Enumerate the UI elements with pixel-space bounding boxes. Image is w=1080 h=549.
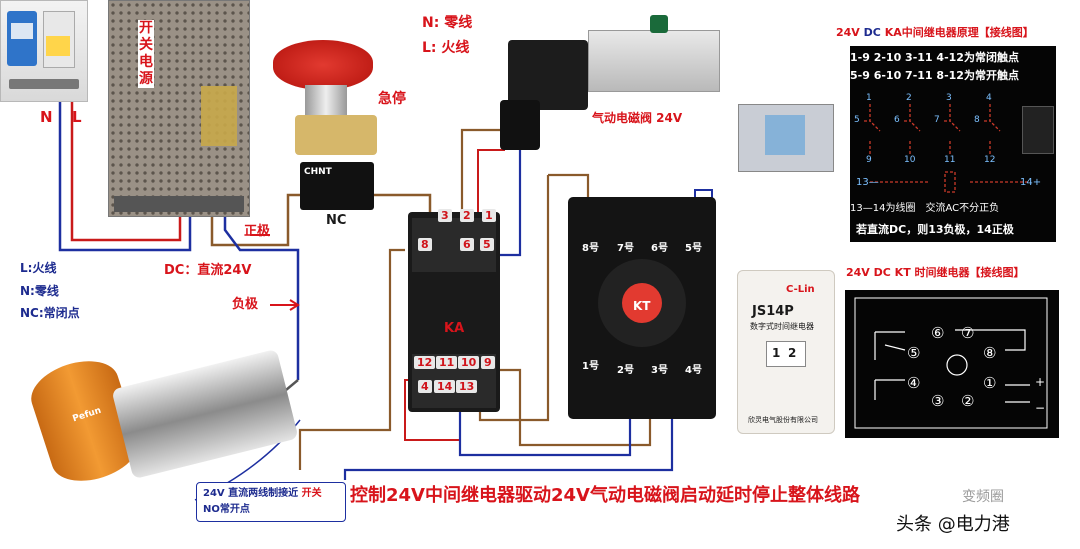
kt-label: KT <box>633 299 651 313</box>
js14p-subtitle: 数字式时间继电器 <box>750 322 814 331</box>
negative-label: 负极 <box>232 297 259 312</box>
kt-diag-2: ② <box>961 392 975 410</box>
kt-plus: + <box>1035 375 1046 389</box>
js14p-footer: 欣灵电气股份有限公司 <box>748 416 818 424</box>
estop-label: 急停 <box>378 91 406 107</box>
kt-terminal-4: 4号 <box>685 365 702 376</box>
wire-positive <box>210 193 318 247</box>
ka-terminal-2: 2 <box>460 209 474 222</box>
kt-diagram-panel: ⑥ ⑦ ⑤ ⑧ ④ ① ③ ② + − <box>845 290 1059 438</box>
ka-diag-num-4: 4 <box>986 93 992 103</box>
js14p-digit-1: 1 <box>772 346 781 360</box>
ka-coil-minus: 13— <box>856 177 879 188</box>
ka-coil-plus: 14+ <box>1020 177 1042 188</box>
kt-diag-5: ⑤ <box>907 344 921 362</box>
js14p-model: JS14P <box>752 304 794 319</box>
ka-terminal-8: 8 <box>418 238 432 251</box>
relay-photo <box>738 104 834 172</box>
ka-terminal-14: 14 <box>434 380 456 393</box>
js14p-brand: C-Lin <box>786 284 815 295</box>
wire-live <box>70 95 182 242</box>
ka-label: KA <box>444 321 465 336</box>
ka-terminal-5: 5 <box>480 238 494 251</box>
ka-diag-num-11: 11 <box>944 155 956 165</box>
kt-diag-3: ③ <box>931 392 945 410</box>
solenoid-label: 气动电磁阀 24V <box>592 111 683 125</box>
arrow-negative <box>270 299 300 311</box>
circuit-breaker <box>0 0 88 102</box>
sensor-brand: Pefun <box>71 405 103 425</box>
sensor-note-box: 24V 直流两线制接近 开关 NO常开点 <box>196 482 346 522</box>
kt-diag-1: ① <box>983 374 997 392</box>
legend-n-left: N:零线 <box>20 284 59 298</box>
ka-terminal-11: 11 <box>436 356 458 369</box>
ka-terminal-12: 12 <box>414 356 436 369</box>
ka-terminal-1: 1 <box>482 209 496 222</box>
ka-diag-num-9: 9 <box>866 155 872 165</box>
ka-contact-symbols <box>864 104 1030 193</box>
wire-negative <box>223 215 300 380</box>
ka-diagram-title: 24V DC KA中间继电器原理【接线图】 <box>836 26 1034 39</box>
ka-terminal-6: 6 <box>460 238 474 251</box>
ka-diag-num-2: 2 <box>906 93 912 103</box>
ka-terminal-13: 13 <box>456 380 478 393</box>
ka-no-line: 5-9 6-10 7-11 8-12为常开触点 <box>850 69 1019 82</box>
positive-label: 正极 <box>244 224 271 239</box>
ka-diag-num-1: 1 <box>866 93 872 103</box>
legend-n-top: N: 零线 <box>422 15 473 31</box>
ka-diag-num-7: 7 <box>934 115 940 125</box>
kt-terminal-2: 2号 <box>617 365 634 376</box>
watermark-2: 头条 @电力港 <box>896 514 1010 535</box>
emergency-stop-button[interactable] <box>273 40 373 90</box>
kt-terminal-7: 7号 <box>617 243 634 254</box>
power-supply <box>108 0 250 217</box>
nc-label: NC <box>326 213 347 228</box>
dc-supply-label: DC：直流24V <box>164 263 252 278</box>
ka-diag-num-8: 8 <box>974 115 980 125</box>
ka-diag-num-12: 12 <box>984 155 996 165</box>
wire-neutral <box>58 95 192 252</box>
legend-nc-left: NC:常闭点 <box>20 306 80 320</box>
kt-terminal-1: 1号 <box>582 361 599 372</box>
psu-switch-label: 开关电源 <box>138 20 154 88</box>
ka-diag-num-5: 5 <box>854 115 860 125</box>
kt-diag-6: ⑥ <box>931 324 945 342</box>
ka-diagram-panel: 1-9 2-10 3-11 4-12为常闭触点 5-9 6-10 7-11 8-… <box>850 46 1056 242</box>
kt-terminal-3: 3号 <box>651 365 668 376</box>
kt-terminal-5: 5号 <box>685 243 702 254</box>
ka-diag-num-6: 6 <box>894 115 900 125</box>
sensor-note-2: NO常开点 <box>203 504 250 515</box>
solenoid-valve <box>508 40 588 110</box>
kt-relay-base <box>568 197 716 419</box>
ka-diag-num-10: 10 <box>904 155 916 165</box>
kt-minus: − <box>1035 401 1046 415</box>
ka-terminal-10: 10 <box>458 356 480 369</box>
sensor-note-1: 24V 直流两线制接近 开关 <box>203 488 322 499</box>
ka-diag-num-3: 3 <box>946 93 952 103</box>
ka-note-1: 13—14为线圈 交流AC不分正负 <box>850 203 1000 214</box>
kt-terminal-6: 6号 <box>651 243 668 254</box>
legend-l-top: L: 火线 <box>422 40 470 56</box>
ka-nc-line: 1-9 2-10 3-11 4-12为常闭触点 <box>850 51 1019 64</box>
breaker-n-label: N <box>40 108 53 126</box>
ka-note-2: 若直流DC，则13负极，14正极 <box>856 223 1014 236</box>
kt-terminal-8: 8号 <box>582 243 599 254</box>
kt-diag-7: ⑦ <box>961 324 975 342</box>
js14p-timer: C-Lin JS14P 数字式时间继电器 1 2 欣灵电气股份有限公司 <box>737 270 835 434</box>
ka-terminal-3: 3 <box>438 209 452 222</box>
breaker-l-label: L <box>72 108 82 126</box>
kt-diagram-title: 24V DC KT 时间继电器【接线图】 <box>846 266 1025 279</box>
legend-l-left: L:火线 <box>20 261 57 275</box>
js14p-digit-2: 2 <box>788 346 797 360</box>
kt-diag-8: ⑧ <box>983 344 997 362</box>
kt-diag-4: ④ <box>907 374 921 392</box>
watermark-1: 变频圈 <box>962 489 1004 505</box>
ka-terminal-4: 4 <box>418 380 432 393</box>
main-title: 控制24V中间继电器驱动24V气动电磁阀启动延时停止整体线路 <box>350 485 860 506</box>
estop-contact-block: CHNT <box>300 162 374 210</box>
chnt-logo: CHNT <box>304 167 332 177</box>
ka-terminal-9: 9 <box>481 356 495 369</box>
